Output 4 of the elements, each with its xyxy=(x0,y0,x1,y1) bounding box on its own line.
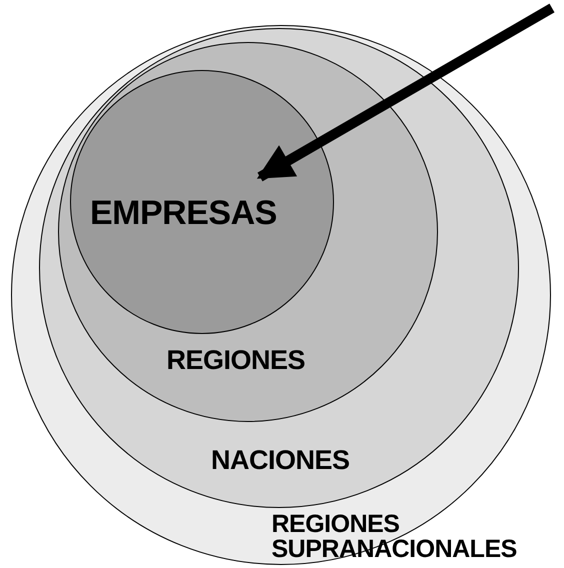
arrow xyxy=(256,4,554,182)
circle-label: EMPRESAS xyxy=(90,196,277,230)
circle-label: NACIONES xyxy=(211,447,350,474)
circle-label: REGIONES xyxy=(166,346,306,374)
